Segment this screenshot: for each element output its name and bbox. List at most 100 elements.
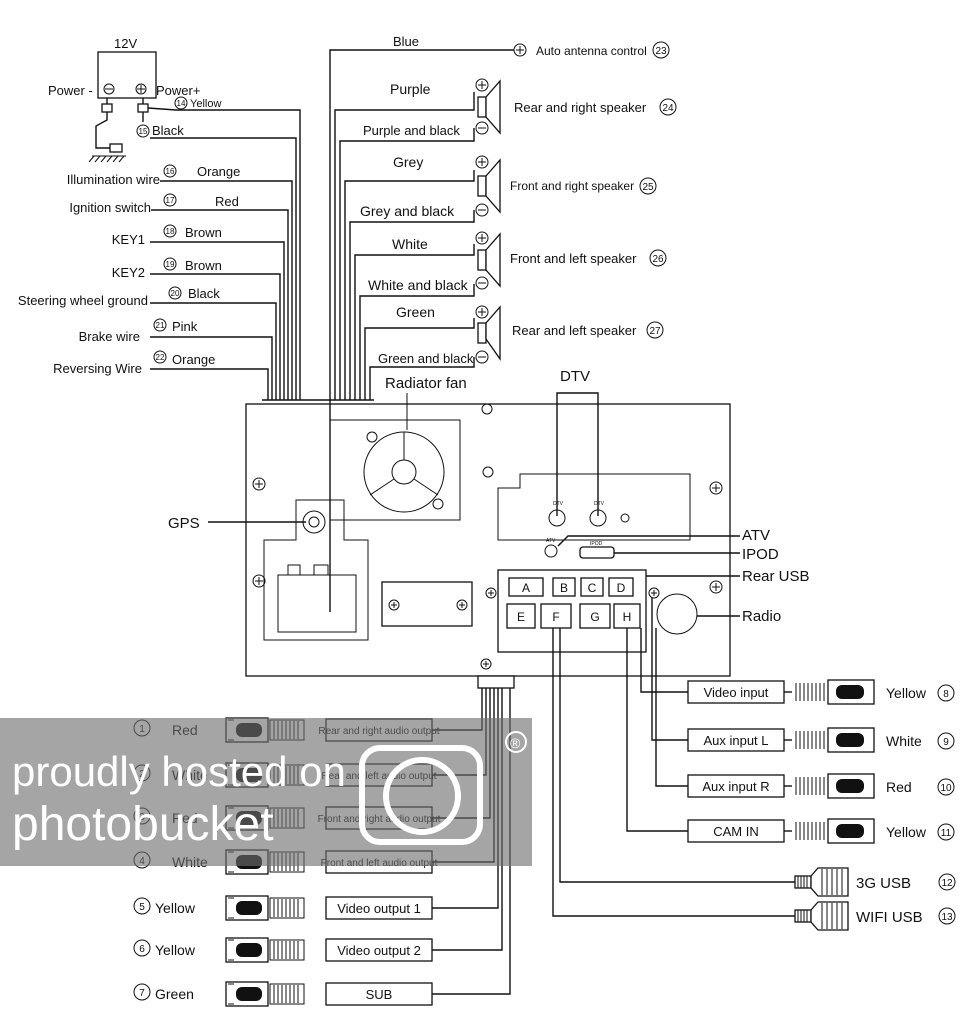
antenna-control: Blue Auto antenna control 23: [329, 34, 670, 400]
wire-color: Brown: [185, 258, 222, 273]
dtv-port2-label: DTV: [594, 501, 605, 507]
watermark-reg: ®: [510, 735, 521, 751]
wire-color: Orange: [197, 164, 240, 179]
output-num: 5: [139, 902, 145, 913]
wire-num: 18: [166, 227, 175, 236]
speaker-num: 27: [649, 326, 661, 337]
wire-num: 21: [156, 321, 165, 330]
wire-num: 22: [156, 353, 165, 362]
speaker-pos-color: Grey: [393, 154, 423, 170]
wire-label: KEY2: [112, 265, 145, 280]
wire-steering-ground: Steering wheel ground 20 Black: [18, 286, 277, 400]
input-label: Video input: [704, 685, 769, 700]
speaker-num: 25: [642, 182, 654, 193]
speaker-pos-color: White: [392, 236, 428, 252]
connector-e: E: [517, 610, 525, 624]
speaker-front-right: Grey Grey and black Front and right spea…: [344, 154, 657, 400]
wire-num: 20: [171, 289, 180, 298]
speaker-neg-color: Green and black: [378, 351, 474, 366]
wire-num: 17: [166, 196, 175, 205]
dtv-port1-label: DTV: [553, 501, 564, 507]
dtv-label: DTV: [560, 368, 590, 385]
input-color: Red: [886, 779, 912, 795]
ipod-label: IPOD: [742, 546, 779, 563]
input-num: 9: [943, 737, 949, 748]
speaker-label: Front and left speaker: [510, 251, 637, 266]
output-color: Green: [155, 986, 194, 1002]
gps-label: GPS: [168, 515, 200, 532]
radiator-fan-label: Radiator fan: [385, 375, 467, 392]
speaker-front-left: White White and black Front and left spe…: [354, 231, 667, 400]
output-label: Video output 1: [337, 901, 421, 916]
usb-label: 3G USB: [856, 875, 911, 892]
speaker-neg-color: Grey and black: [360, 203, 455, 219]
atv-label: ATV: [742, 527, 770, 544]
output-color: Yellow: [155, 942, 196, 958]
usb-label: WIFI USB: [856, 909, 923, 926]
power-supply: 12V Power - Power+ 14 Yellow 15 Black: [48, 36, 301, 400]
connector-d: D: [617, 581, 626, 595]
connector-g: G: [590, 610, 599, 624]
wire-color: Brown: [185, 225, 222, 240]
speaker-neg-color: Purple and black: [363, 123, 460, 138]
speaker-label: Rear and left speaker: [512, 323, 637, 338]
antenna-wire-color: Blue: [393, 34, 419, 49]
usb-row: WIFI USB 13: [794, 901, 956, 931]
output-row: 5 Yellow Video output 1: [133, 895, 433, 921]
output-color: Yellow: [155, 900, 196, 916]
rear-usb-label: Rear USB: [742, 568, 810, 585]
wire-brake: Brake wire 21 Pink: [79, 318, 273, 400]
output-num: 7: [139, 988, 145, 999]
watermark-line1: proudly hosted on: [12, 748, 346, 795]
wire-key2: KEY2 19 Brown: [112, 257, 281, 400]
usb-row: 3G USB 12: [794, 867, 956, 897]
input-color: White: [886, 733, 922, 749]
wire-label: KEY1: [112, 232, 145, 247]
speaker-num: 26: [652, 254, 664, 265]
wire-illumination: Illumination wire 16 Orange: [67, 164, 293, 400]
power-n15: 15: [139, 127, 148, 136]
input-label: CAM IN: [713, 824, 759, 839]
input-num: 11: [941, 828, 952, 839]
speaker-rear-right: Purple Purple and black Rear and right s…: [334, 78, 677, 400]
speaker-neg-color: White and black: [368, 277, 469, 293]
wire-num: 19: [166, 260, 175, 269]
atv-port-label: ATV: [546, 538, 556, 544]
output-label: Video output 2: [337, 943, 421, 958]
usb-num: 12: [941, 878, 953, 889]
wire-label: Steering wheel ground: [18, 293, 148, 308]
input-label: Aux input R: [702, 779, 769, 794]
connector-grid: A B C D E F G H: [506, 577, 641, 629]
speaker-rear-left: Green Green and black Rear and left spea…: [364, 304, 664, 400]
antenna-num: 23: [655, 46, 667, 57]
power-yellow-label: Yellow: [190, 98, 221, 110]
wire-label: Brake wire: [79, 329, 140, 344]
wire-reversing: Reversing Wire 22 Orange: [53, 350, 269, 400]
usb-num: 13: [941, 912, 953, 923]
input-num: 10: [940, 783, 952, 794]
input-label: Aux input L: [703, 733, 768, 748]
wire-num: 16: [166, 167, 175, 176]
wire-color: Pink: [172, 319, 198, 334]
input-num: 8: [943, 689, 949, 700]
power-black-label: Black: [152, 123, 184, 138]
input-row: Aux input L White 9: [687, 727, 955, 753]
output-label: SUB: [366, 987, 393, 1002]
radio-label: Radio: [742, 608, 781, 625]
wire-label: Illumination wire: [67, 172, 160, 187]
speaker-pos-color: Green: [396, 304, 435, 320]
speaker-label: Rear and right speaker: [514, 100, 647, 115]
wire-key1: KEY1 18 Brown: [112, 224, 285, 400]
left-wires: Illumination wire 16 Orange Ignition swi…: [18, 164, 293, 400]
head-unit: Radiator fan GPS DTV DTV DTV: [168, 368, 810, 677]
power-minus-label: Power -: [48, 83, 93, 98]
output-num: 6: [139, 944, 145, 955]
speaker-num: 24: [662, 103, 674, 114]
connector-h: H: [623, 610, 632, 624]
ipod-port-label: IPOD: [590, 541, 603, 547]
connector-a: A: [522, 581, 530, 595]
